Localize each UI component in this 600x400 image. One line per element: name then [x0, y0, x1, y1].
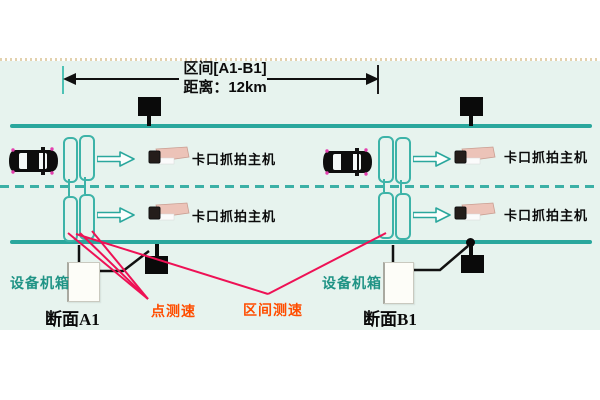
interval-distance-label: 距离：12km [183, 79, 267, 96]
capture-camera-b1-lane1-icon [454, 146, 496, 165]
diagram-background-panel [0, 61, 600, 330]
dimension-arrowhead-right-icon [366, 73, 379, 85]
interval-name-label: 区间[A1-B1] [183, 60, 267, 77]
induction-loop-b1-lane2-left [378, 192, 394, 239]
camera-label-b1-lane1: 卡口抓拍主机 [504, 150, 589, 165]
capture-camera-a1-lane2-icon [148, 202, 190, 221]
induction-loop-a1-lane1-left [63, 137, 78, 183]
induction-loop-a1-lane2-left [63, 196, 78, 242]
loop-wire-b1-left [383, 179, 385, 192]
induction-loop-b1-lane1-left [378, 136, 394, 183]
interval-speed-line-b1 [267, 232, 387, 295]
induction-loop-b1-lane1-right [395, 137, 411, 184]
dimension-line-right [267, 78, 369, 80]
point-speed-line-1 [67, 232, 149, 300]
section-a1-label: 断面A1 [45, 310, 100, 329]
roadside-sign-b1-knob-icon [466, 238, 475, 247]
road-edge-line-bottom [10, 240, 592, 244]
loop-wire-a1-right [84, 177, 86, 194]
section-b1-label: 断面B1 [363, 310, 417, 329]
induction-loop-a1-lane1-right [79, 135, 95, 181]
capture-camera-a1-lane1-icon [148, 146, 190, 165]
lane-divider-dashed-line [0, 185, 600, 188]
cabinet-label-a1: 设备机箱 [10, 275, 70, 291]
equipment-cabinet-a1 [67, 262, 100, 302]
cabinet-b1-conduit [411, 245, 469, 272]
direction-arrow-a1-lane2-icon [97, 207, 135, 223]
equipment-cabinet-b1 [383, 262, 414, 304]
gantry-sign-b1-top-pole [469, 116, 473, 126]
capture-camera-b1-lane2-icon [454, 202, 496, 221]
dimension-arrowhead-left-icon [63, 73, 76, 85]
loop-wire-a1-left [68, 179, 70, 196]
interval-dimension-text: 区间[A1-B1] 距离：12km [158, 59, 292, 97]
top-dotted-boundary-line [0, 58, 600, 61]
direction-arrow-b1-lane1-icon [413, 151, 451, 167]
camera-label-a1-lane2: 卡口抓拍主机 [192, 209, 277, 224]
direction-arrow-b1-lane2-icon [413, 207, 451, 223]
point-speed-line-2 [79, 232, 149, 300]
cabinet-a1-conduit [95, 250, 150, 273]
cabinet-label-b1: 设备机箱 [322, 275, 382, 291]
interval-speed-line-a1 [75, 233, 269, 295]
roadside-sign-b1-pole [469, 245, 473, 256]
camera-label-a1-lane1: 卡口抓拍主机 [192, 152, 277, 167]
dimension-line-left [68, 78, 179, 80]
induction-loop-b1-lane2-right [395, 193, 411, 240]
gantry-sign-b1-top-icon [460, 97, 483, 116]
roadside-sign-b1-icon [461, 255, 484, 273]
road-edge-line-top [10, 124, 592, 128]
roadside-sign-a1-pole [155, 244, 159, 257]
car-b1-icon [323, 148, 372, 176]
interval-speed-label: 区间测速 [243, 302, 303, 318]
loop-wire-b1-right [400, 180, 402, 193]
gantry-sign-a1-top-pole [147, 116, 151, 126]
gantry-sign-a1-top-icon [138, 97, 161, 116]
point-speed-label: 点测速 [151, 303, 196, 319]
direction-arrow-a1-lane1-icon [97, 151, 135, 167]
car-a1-icon [9, 147, 58, 175]
camera-label-b1-lane2: 卡口抓拍主机 [504, 208, 589, 223]
